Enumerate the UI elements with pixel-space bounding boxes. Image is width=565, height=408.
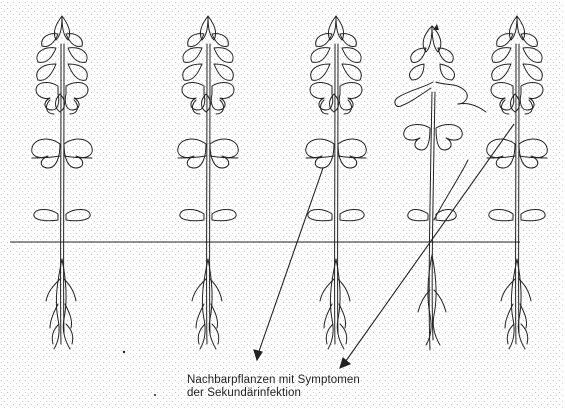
dot-mark bbox=[154, 394, 156, 396]
dot-mark bbox=[123, 351, 125, 353]
caption-line-2: der Sekundärinfektion bbox=[187, 387, 301, 399]
caption-line-1: Nachbarpflanzen mit Symptomen bbox=[187, 374, 360, 386]
